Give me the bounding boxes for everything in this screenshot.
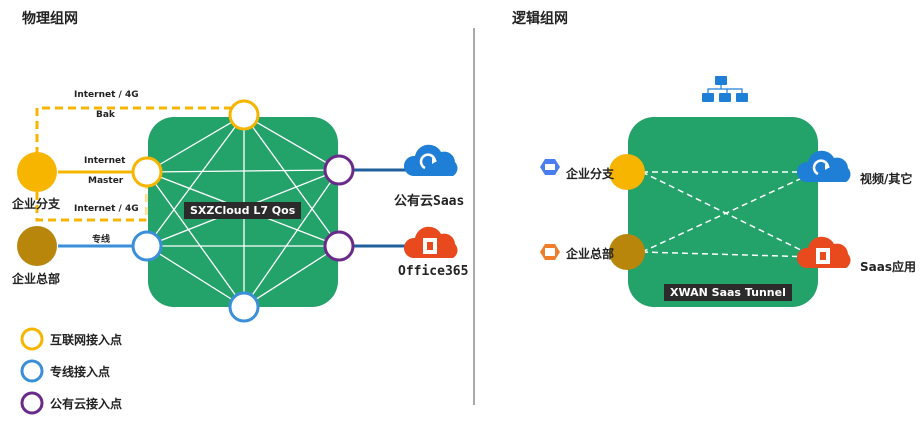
logical-title: 逻辑组网 [512, 11, 568, 27]
legend-cloud-label: 公有云接入点 [50, 397, 123, 411]
hq-node [17, 226, 57, 266]
label-internet-4g: Internet / 4G [74, 204, 139, 214]
label-dedicated-line: 专线 [92, 235, 111, 245]
label-internet-master-1: Internet [84, 156, 126, 166]
label-internet-master-2: Master [88, 176, 124, 186]
video-label: 视频/其它 [860, 172, 913, 186]
internet-access-point-top [228, 99, 260, 131]
label-internet-bak-1: Internet / 4G [74, 90, 139, 100]
internet-access-point-left [131, 156, 163, 188]
dedicated-access-point-bottom [228, 291, 260, 323]
branch-node [17, 152, 57, 192]
legend-dedicated-marker [20, 359, 44, 383]
branch-label: 企业分支 [12, 197, 61, 211]
internet-bak-link [35, 106, 244, 155]
physical-title: 物理组网 [22, 11, 78, 27]
logical-hq-node [609, 234, 645, 270]
logical-hq-label: 企业总部 [566, 247, 615, 261]
topology-icon [702, 76, 748, 102]
cloud-access-point-top [323, 154, 355, 186]
cloud-access-point-bottom [323, 230, 355, 262]
saas-cloud-icon [796, 236, 851, 268]
logical-branch-node [609, 154, 645, 190]
legend-cloud-marker [20, 391, 44, 415]
hq-badge-icon [540, 244, 560, 260]
label-internet-bak-2: Bak [96, 110, 115, 120]
cloud-saas-icon [403, 144, 458, 176]
legend-internet-marker [20, 327, 44, 351]
tunnel-label: XWAN Saas Tunnel [664, 284, 792, 301]
legend-internet-label: 互联网接入点 [50, 333, 123, 347]
cloud-saas-label: 公有云Saas [394, 194, 465, 209]
tunnel-dashes [641, 171, 816, 258]
office365-icon [403, 226, 458, 258]
saas-label: Saas应用 [860, 260, 916, 274]
video-cloud-icon [796, 150, 851, 182]
office365-label: Office365 [398, 264, 469, 279]
branch-badge-icon [540, 159, 560, 175]
legend-dedicated-label: 专线接入点 [50, 365, 111, 379]
core-label: SXZCloud L7 Qos [184, 202, 302, 219]
hq-label: 企业总部 [12, 272, 61, 286]
logical-branch-label: 企业分支 [566, 167, 615, 181]
dedicated-access-point-left [131, 230, 163, 262]
